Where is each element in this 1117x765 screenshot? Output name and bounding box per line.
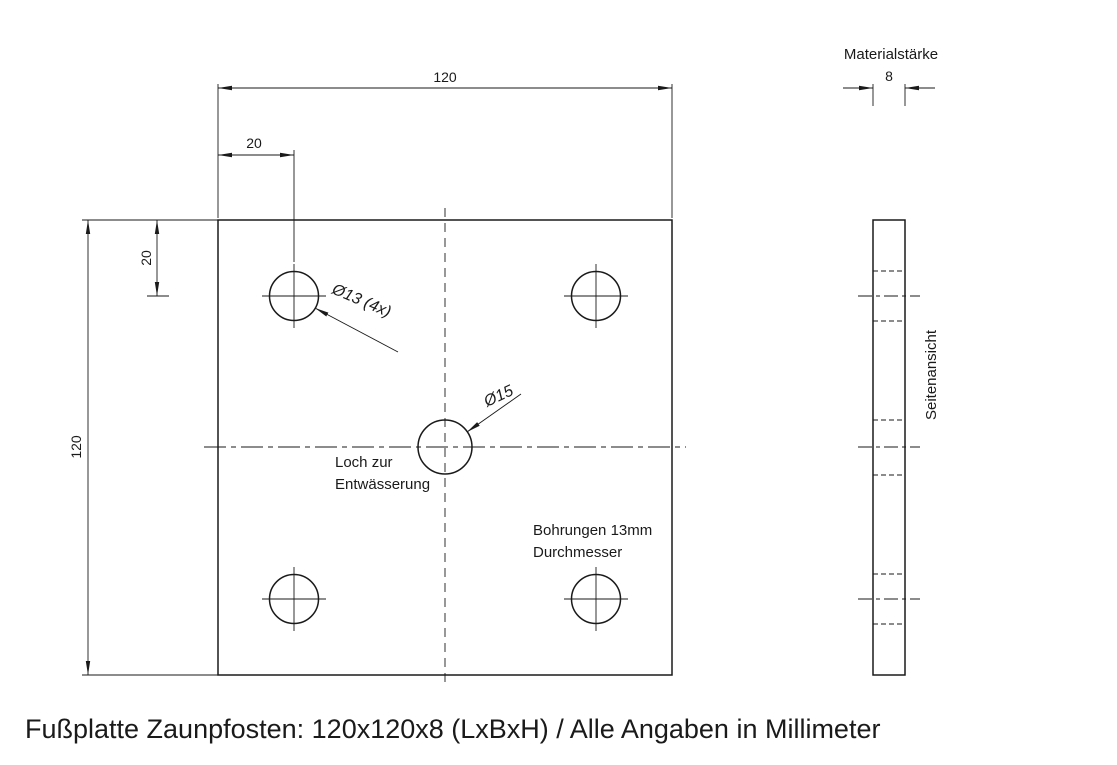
dim-width-top: 120 [217, 69, 673, 218]
hole-top-left [262, 264, 326, 328]
dim-thickness-value: 8 [885, 68, 893, 84]
hole-top-right [564, 264, 628, 328]
dim-offset-x-value: 20 [246, 135, 262, 151]
hole-bottom-right [564, 567, 628, 631]
dim-hole-offset-top: 20 [218, 135, 295, 262]
side-view-label: Seitenansicht [923, 329, 940, 420]
dim-height-value: 120 [68, 435, 84, 459]
front-view-notes: Loch zur Entwässerung Bohrungen 13mm Dur… [335, 454, 652, 561]
center-drain-hole-circle [417, 419, 473, 475]
dim-offset-y-value: 20 [138, 250, 154, 266]
bore-note-line2: Durchmesser [533, 544, 622, 561]
side-view: 8 Materialstärke Seitenansicht [843, 46, 940, 676]
front-view [204, 208, 686, 687]
dim-thickness: 8 [843, 68, 935, 106]
dim-height-left: 120 [68, 219, 218, 676]
center-hole-label: Ø15 [481, 382, 517, 411]
drain-note-line1: Loch zur [335, 454, 393, 471]
front-view-dimensions: 120 20 20 120 Ø13 (4x) Ø15 [68, 69, 673, 676]
leader-center-hole-line [466, 393, 522, 433]
leader-corner-hole-line [314, 307, 399, 353]
side-profile-outline [872, 219, 906, 676]
bore-note-line1: Bohrungen 13mm [533, 522, 652, 539]
dim-width-value: 120 [433, 69, 457, 85]
leader-corner-hole: Ø13 (4x) [314, 281, 399, 353]
hole-bottom-left [262, 567, 326, 631]
drawing-caption: Fußplatte Zaunpfosten: 120x120x8 (LxBxH)… [25, 714, 880, 744]
corner-hole-label: Ø13 (4x) [329, 281, 394, 321]
drain-note-line2: Entwässerung [335, 476, 430, 493]
dim-hole-offset-left: 20 [138, 220, 169, 297]
side-view-title: Materialstärke [844, 46, 938, 63]
leader-center-hole: Ø15 [466, 382, 522, 433]
